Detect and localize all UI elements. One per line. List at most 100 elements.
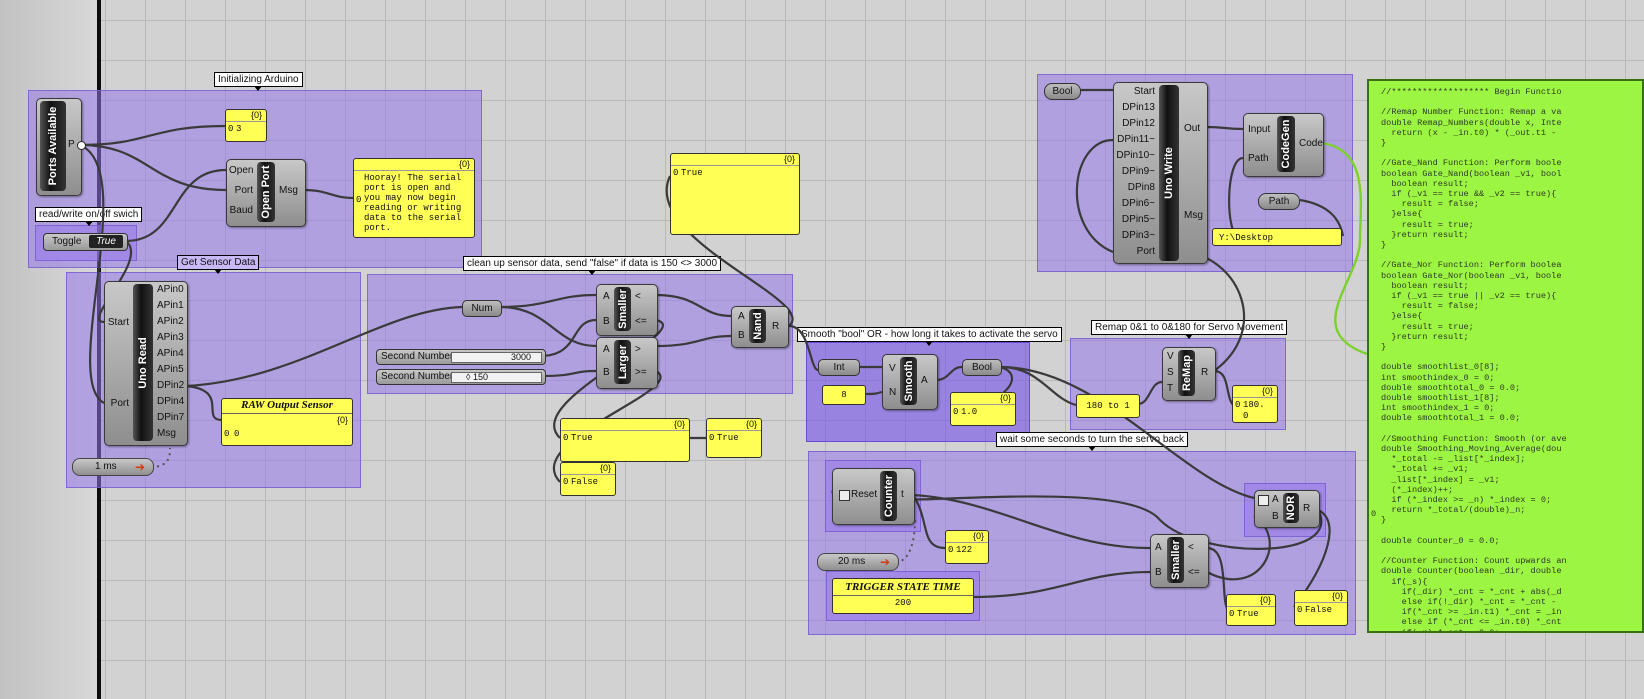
uno-read-component[interactable]: Start Port Uno Read APin0 APin1 APin2 AP…	[104, 281, 188, 446]
label-smooth: Smooth "bool" OR - how long it takes to …	[797, 327, 1062, 346]
panel-index: 0	[228, 124, 234, 134]
panel-value: True	[717, 433, 739, 443]
input-port: Port	[1136, 246, 1155, 257]
larger-component[interactable]: A B Larger > >=	[596, 337, 658, 389]
slider-second-number-3000[interactable]: Second Number 3000	[376, 349, 546, 365]
input-dpin5: DPin5~	[1121, 214, 1155, 225]
label-switch: read/write on/off swich	[35, 207, 143, 226]
panel-index: 0	[1297, 605, 1303, 615]
code-line: result = false;	[1381, 301, 1479, 312]
output-r: R	[1303, 503, 1311, 514]
smaller-component-1[interactable]: A B Smaller < <=	[596, 284, 658, 336]
code-line: //Smoothing Function: Smooth (or ave	[1381, 433, 1567, 444]
play-icon: ➔	[135, 460, 146, 474]
panel-line: Hooray! The serial	[364, 173, 462, 183]
input-a: A	[603, 344, 610, 355]
generated-code-panel[interactable]: 0 //******************* Begin Functio//R…	[1367, 79, 1644, 633]
toggle-value[interactable]: True	[89, 235, 123, 248]
int-param[interactable]: Int	[818, 359, 860, 376]
false-small-panel[interactable]: {0} 0 False	[560, 462, 616, 496]
component-title: CodeGen	[1280, 119, 1292, 169]
toggle-label: Toggle	[52, 236, 82, 247]
checkbox-icon[interactable]	[839, 490, 850, 501]
larger-result-panel[interactable]: {0} 0 True	[560, 418, 690, 462]
input-a: A	[603, 291, 610, 302]
wire	[665, 175, 794, 327]
code-line: int smoothindex_0 = 0;	[1381, 372, 1495, 383]
raw-output-panel[interactable]: RAW Output Sensor {0} 0 0	[221, 398, 353, 446]
uno-write-component[interactable]: Start DPin13 DPin12 DPin11~ DPin10~ DPin…	[1113, 82, 1208, 264]
bottom-false-panel[interactable]: {0} 0 False	[1294, 590, 1348, 626]
ports-panel[interactable]: {0} 0 3	[225, 109, 267, 142]
nor-component[interactable]: A B NOR R	[1254, 490, 1320, 528]
counter-result-panel[interactable]: {0} 0 122	[945, 530, 989, 564]
path-param[interactable]: Path	[1258, 193, 1300, 210]
code-line: double Smoothing_Moving_Average(dou	[1381, 444, 1562, 454]
eight-panel[interactable]: 8	[822, 385, 866, 405]
code-line: _list[*_index] = _v1;	[1381, 474, 1500, 485]
component-title: Smooth	[902, 360, 915, 402]
smooth-result-panel[interactable]: {0} 0 1.0	[950, 392, 1016, 426]
code-line: if(_s){	[1381, 576, 1428, 587]
component-title: Counter	[882, 474, 895, 518]
remap-result-panel[interactable]: {0} 0 180. 0	[1232, 385, 1278, 423]
wire	[971, 570, 1151, 599]
input-b: B	[603, 367, 610, 378]
code-line: *_total += _v1;	[1381, 464, 1469, 475]
panel-value: True	[681, 168, 703, 178]
code-line: //Remap Number Function: Remap a va	[1381, 107, 1562, 118]
input-b: B	[1272, 511, 1279, 522]
output-gt: >	[635, 344, 641, 355]
code-line: if (*_index >= _n) *_index = 0;	[1381, 495, 1552, 505]
trigger-state-time-panel[interactable]: TRIGGER STATE TIME 200	[832, 578, 974, 614]
codegen-component[interactable]: Input Path CodeGen Code	[1243, 113, 1324, 177]
timer-1ms[interactable]: 1 ms ➔	[72, 458, 154, 476]
bool-param-top[interactable]: Bool	[1044, 83, 1081, 100]
panel-value: True	[571, 433, 593, 443]
open-port-message-panel[interactable]: {0} 0 Hooray! The serial port is open an…	[353, 158, 475, 238]
num-param[interactable]: Num	[462, 300, 502, 317]
path-panel[interactable]: Y:\Desktop	[1212, 228, 1342, 246]
wire	[655, 334, 732, 348]
output-lte: <=	[635, 316, 647, 327]
input-dpin9: DPin9~	[1121, 166, 1155, 177]
bool-param[interactable]: Bool	[962, 359, 1002, 376]
panel-title: RAW Output Sensor	[222, 399, 352, 414]
wire	[912, 494, 946, 550]
true-small-panel[interactable]: {0} 0 True	[706, 418, 762, 458]
counter-component[interactable]: Reset Counter t	[832, 468, 915, 525]
panel-value: 3	[236, 124, 242, 134]
input-open: Open	[229, 165, 254, 176]
panel-header: {0}	[1295, 591, 1347, 603]
output-grip[interactable]	[77, 141, 86, 150]
ports-available-component[interactable]: Ports Available P	[36, 98, 82, 196]
code-line: else if(!_dir) *_cnt = *_cnt -	[1381, 597, 1562, 607]
bottom-true-panel[interactable]: {0} 0 True	[1226, 594, 1276, 626]
wire	[303, 188, 356, 200]
timer-20ms[interactable]: 20 ms ➔	[817, 553, 899, 571]
range-panel[interactable]: 180 to 1	[1076, 394, 1140, 418]
input-v: V	[1167, 351, 1174, 362]
wire	[79, 143, 105, 404]
nand-result-panel[interactable]: {0} 0 True	[670, 153, 800, 235]
panel-index: 0	[356, 195, 362, 205]
smaller-component-2[interactable]: A B Smaller < <=	[1150, 534, 1209, 588]
slider-value: ◊ 150	[466, 372, 488, 382]
code-line: boolean result;	[1381, 280, 1469, 291]
slider-value: 3000	[510, 352, 531, 362]
panel-value: 0	[234, 429, 240, 439]
remap-component[interactable]: V S T ReMap R	[1162, 347, 1216, 401]
panel-value: 200	[894, 598, 912, 608]
checkbox-icon[interactable]	[1258, 495, 1269, 506]
smooth-component[interactable]: V N Smooth A	[882, 354, 938, 410]
slider-second-number-150[interactable]: Second Number ◊ 150	[376, 369, 546, 385]
open-port-component[interactable]: Open Port Baud Open Port Msg	[226, 159, 306, 227]
boolean-toggle[interactable]: Toggle True	[43, 233, 128, 251]
input-a: A	[1272, 494, 1279, 505]
code-line: *_total -= _list[*_index];	[1381, 454, 1526, 465]
panel-header: {0}	[1233, 386, 1277, 398]
output-apin5: APin5	[157, 364, 184, 375]
input-dpin8: DPin8	[1127, 182, 1155, 193]
nand-component[interactable]: A B Nand R	[731, 306, 789, 348]
panel-index: 0	[1235, 400, 1241, 410]
